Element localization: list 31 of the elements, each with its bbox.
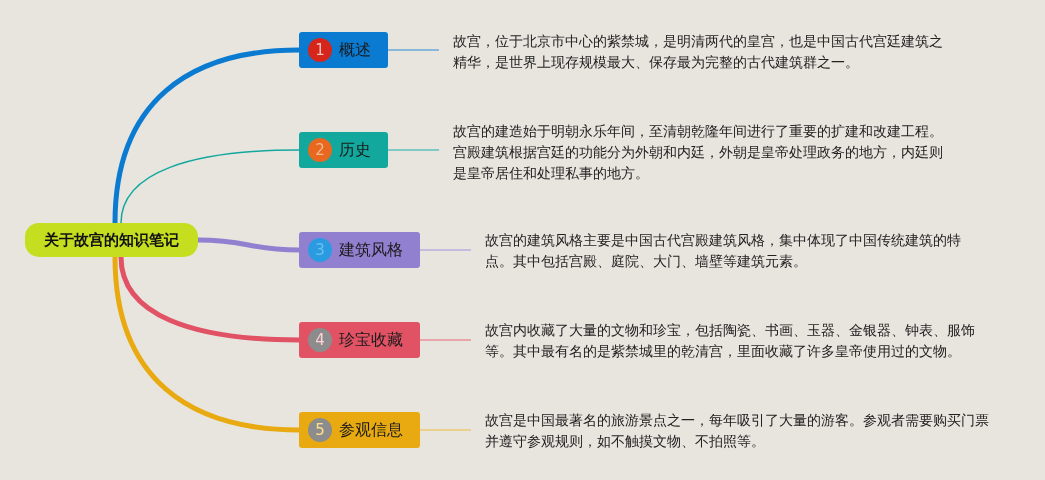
number-badge: 4 <box>308 328 332 352</box>
topic-box <box>299 322 420 358</box>
topic-label: 参观信息 <box>339 419 403 441</box>
branch-line <box>197 237 300 253</box>
connector-line <box>387 49 440 51</box>
topic-label: 概述 <box>339 39 371 61</box>
connector-line <box>419 429 472 431</box>
topic-box <box>299 232 420 268</box>
branch-line <box>112 256 300 433</box>
branch-line <box>120 149 300 224</box>
note-text: 故宫内收藏了大量的文物和珍宝，包括陶瓷、书画、玉器、金银器、钟表、服饰等。其中最有名的是紫禁城里的乾清宫，里面收藏了许多皇帝使用过的文物。 <box>471 320 991 362</box>
connector-line <box>419 339 472 341</box>
note-text: 故宫，位于北京市中心的紫禁城，是明清两代的皇宫，也是中国古代宫廷建筑之精华，是世界上现存规模最大、保存最为完整的古代建筑群之一。 <box>439 31 949 73</box>
branch-line <box>112 47 300 224</box>
topic-label: 历史 <box>339 139 371 161</box>
number-badge: 5 <box>308 418 332 442</box>
note-text: 故宫是中国最著名的旅游景点之一，每年吸引了大量的游客。参观者需要购买门票并遵守参观规则，如不触摸文物、不拍照等。 <box>471 410 991 452</box>
connector-line <box>387 149 440 151</box>
topic-label: 建筑风格 <box>339 239 403 261</box>
number-badge: 2 <box>308 138 332 162</box>
number-badge: 1 <box>308 38 332 62</box>
note-text: 故宫的建筑风格主要是中国古代宫殿建筑风格，集中体现了中国传统建筑的特点。其中包括宫殿、庭院、大门、墙壁等建筑元素。 <box>471 230 981 272</box>
number-badge: 3 <box>308 238 332 262</box>
topic-label: 珍宝收藏 <box>339 329 403 351</box>
connector-line <box>419 249 472 251</box>
note-text: 故宫的建造始于明朝永乐年间，至清朝乾隆年间进行了重要的扩建和改建工程。宫殿建筑根据宫廷的功能分为外朝和内廷，外朝是皇帝处理政务的地方，内廷则是皇帝居住和处理私事的地方。 <box>439 121 949 184</box>
topic-box <box>299 412 420 448</box>
topic-box <box>299 132 388 168</box>
topic-box <box>299 32 388 68</box>
root-topic-box: 关于故宫的知识笔记 <box>25 223 198 257</box>
branch-line <box>118 256 300 343</box>
